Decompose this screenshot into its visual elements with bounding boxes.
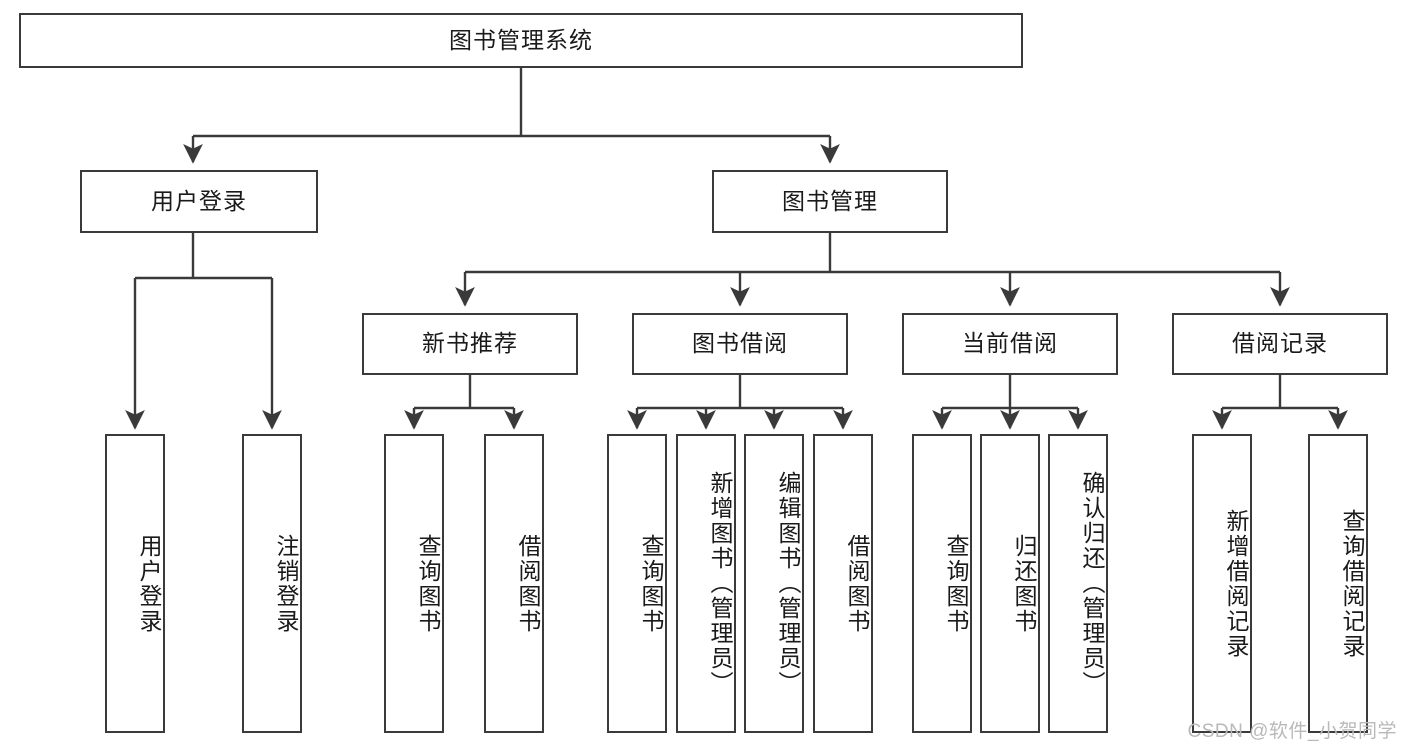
node-label: 查询图书 — [943, 533, 969, 634]
leaf-return-book[interactable]: 归还图书 — [980, 434, 1040, 733]
node-label: 图书管理系统 — [449, 26, 593, 53]
leaf-borrow-book-borrow[interactable]: 借阅图书 — [813, 434, 873, 733]
node-label: 当前借阅 — [962, 330, 1058, 357]
node-label: 借阅记录 — [1232, 330, 1328, 357]
leaf-add-book-admin[interactable]: 新增图书（管理员） — [676, 434, 736, 733]
node-book-borrow[interactable]: 图书借阅 — [632, 313, 848, 375]
node-current-borrow[interactable]: 当前借阅 — [902, 313, 1118, 375]
leaf-query-book-borrow[interactable]: 查询图书 — [607, 434, 667, 733]
leaf-query-book-current[interactable]: 查询图书 — [912, 434, 972, 733]
node-label: 借阅图书 — [515, 533, 541, 634]
node-label: 用户登录 — [136, 533, 162, 634]
watermark: CSDN @软件_小贺同学 — [1187, 721, 1397, 742]
node-label: 图书管理 — [782, 187, 878, 214]
node-user-login[interactable]: 用户登录 — [80, 170, 318, 233]
node-label: 新增图书（管理员） — [707, 471, 733, 696]
leaf-confirm-return-admin[interactable]: 确认归还（管理员） — [1048, 434, 1108, 733]
node-label: 新增借阅记录 — [1223, 508, 1249, 659]
node-new-book-recommend[interactable]: 新书推荐 — [362, 313, 578, 375]
leaf-user-login[interactable]: 用户登录 — [105, 434, 165, 733]
node-label: 查询借阅记录 — [1339, 508, 1365, 659]
leaf-query-borrow-record[interactable]: 查询借阅记录 — [1308, 434, 1368, 733]
node-label: 归还图书 — [1011, 533, 1037, 634]
node-label: 确认归还（管理员） — [1079, 471, 1105, 696]
leaf-logout-login[interactable]: 注销登录 — [242, 434, 302, 733]
node-label: 注销登录 — [273, 533, 299, 634]
node-label: 查询图书 — [638, 533, 664, 634]
leaf-edit-book-admin[interactable]: 编辑图书（管理员） — [744, 434, 804, 733]
node-label: 图书借阅 — [692, 330, 788, 357]
node-book-management[interactable]: 图书管理 — [712, 170, 948, 233]
leaf-add-borrow-record[interactable]: 新增借阅记录 — [1192, 434, 1252, 733]
node-label: 用户登录 — [151, 187, 247, 214]
node-root-book-management-system[interactable]: 图书管理系统 — [19, 13, 1023, 68]
node-label: 编辑图书（管理员） — [775, 471, 801, 696]
node-borrow-record[interactable]: 借阅记录 — [1172, 313, 1388, 375]
leaf-query-book-new-recommend[interactable]: 查询图书 — [384, 434, 444, 733]
node-label: 新书推荐 — [422, 330, 518, 357]
node-label: 查询图书 — [415, 533, 441, 634]
leaf-borrow-book-new-recommend[interactable]: 借阅图书 — [484, 434, 544, 733]
node-label: 借阅图书 — [844, 533, 870, 634]
